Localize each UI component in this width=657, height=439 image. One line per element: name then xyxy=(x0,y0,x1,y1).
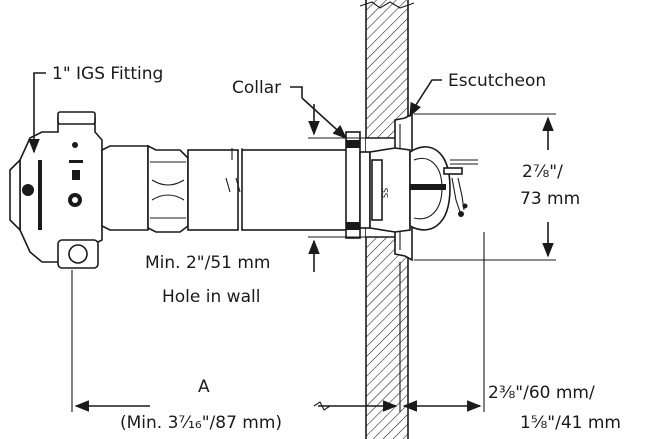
pipe xyxy=(187,148,353,231)
projection-dimension: 2⅜"/60 mm/ 1⅝"/41 mm xyxy=(402,232,621,433)
fitting-callout: 1" IGS Fitting xyxy=(28,64,163,154)
hole-caption-label: Hole in wall xyxy=(162,287,260,307)
svg-text:SS: SS xyxy=(381,188,390,198)
fitting-markings-icon xyxy=(22,142,83,230)
collar-callout: Collar xyxy=(232,78,348,139)
height-dimension: 2⅞"/ 73 mm xyxy=(414,113,580,261)
dimension-a: A (Min. 3⁷⁄₁₆"/87 mm) xyxy=(71,262,401,433)
dim-a-label: A xyxy=(198,377,210,397)
height-imperial-label: 2⅞"/ xyxy=(522,162,563,182)
collar-label: Collar xyxy=(232,78,281,98)
projection-max-label: 2⅜"/60 mm/ xyxy=(488,383,595,403)
projection-min-label: 1⅝"/41 mm xyxy=(520,413,621,433)
sprinkler-head: SS xyxy=(369,146,478,233)
hole-size-label: Min. 2"/51 mm xyxy=(145,253,271,273)
igs-fitting xyxy=(9,111,189,269)
escutcheon-label: Escutcheon xyxy=(448,71,546,91)
height-metric-label: 73 mm xyxy=(520,189,580,209)
dim-a-min-label: (Min. 3⁷⁄₁₆"/87 mm) xyxy=(120,413,282,433)
escutcheon-callout: Escutcheon xyxy=(409,71,546,118)
hole-dimension: Min. 2"/51 mm Hole in wall xyxy=(145,104,366,307)
collar xyxy=(345,131,371,239)
fitting-label: 1" IGS Fitting xyxy=(52,64,163,84)
